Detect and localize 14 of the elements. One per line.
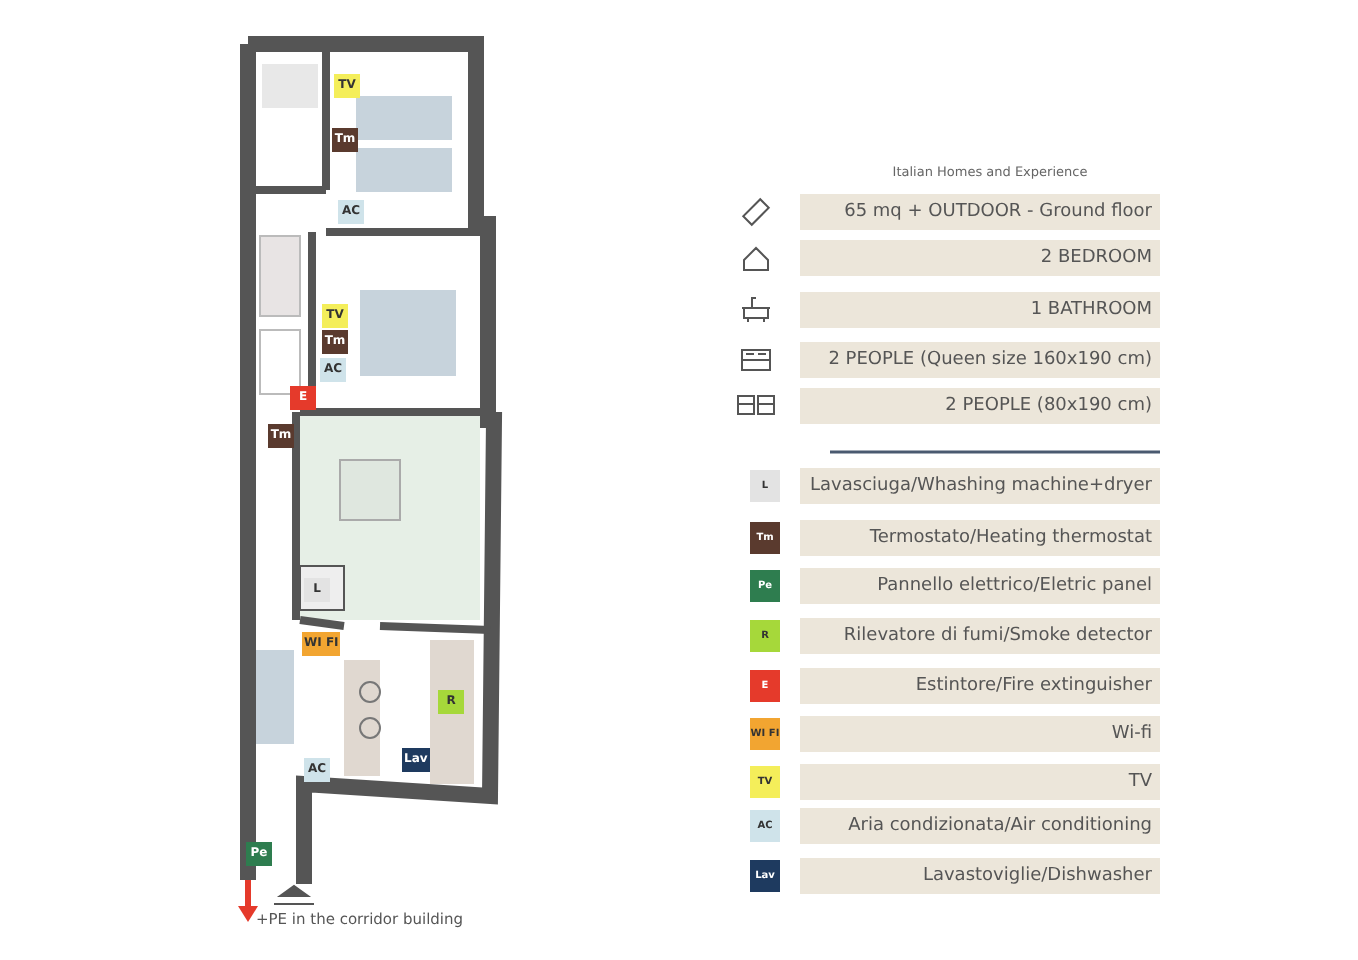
legend-text: Aria condizionata/Air conditioning	[800, 808, 1160, 844]
legend-text: Wi-fi	[800, 716, 1160, 752]
legend-text: Estintore/Fire extinguisher	[800, 668, 1160, 704]
legend-text: TV	[800, 764, 1160, 800]
legend-text: Rilevatore di fumi/Smoke detector	[800, 618, 1160, 654]
legend-text: Lavasciuga/Whashing machine+dryer	[800, 468, 1160, 504]
legend-text: Termostato/Heating thermostat	[800, 520, 1160, 556]
info-row: 65 mq + OUTDOOR - Ground floor	[800, 194, 1160, 230]
info-row: 2 BEDROOM	[800, 240, 1160, 276]
info-row: 2 PEOPLE (80x190 cm)	[800, 388, 1160, 424]
info-row: 1 BATHROOM	[800, 292, 1160, 328]
legend-text: Lavastoviglie/Dishwasher	[800, 858, 1160, 894]
legend-text: Pannello elettrico/Eletric panel	[800, 568, 1160, 604]
info-row: 2 PEOPLE (Queen size 160x190 cm)	[800, 342, 1160, 378]
